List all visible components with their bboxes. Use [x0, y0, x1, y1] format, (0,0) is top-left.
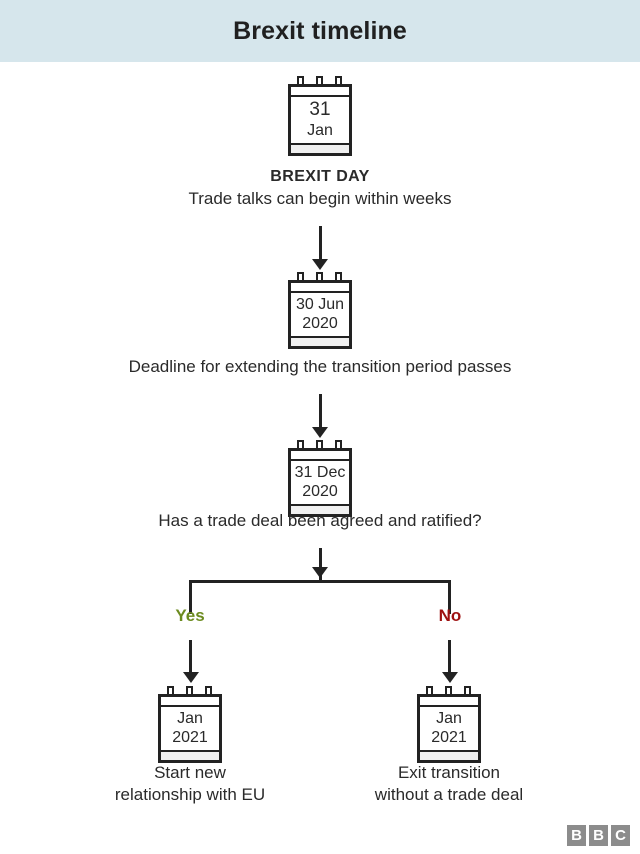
calendar-body: 31 Dec 2020	[288, 448, 352, 517]
calendar-top-bar	[420, 697, 478, 707]
connector-line-3	[318, 548, 322, 580]
calendar-face: Jan 2021	[420, 707, 478, 750]
branch-caption-yes-line1: Start new	[154, 763, 226, 782]
connector-line-1	[318, 226, 322, 262]
calendar-year: 2021	[431, 729, 467, 746]
calendar-face: 31 Jan	[291, 97, 349, 143]
calendar-body: 31 Jan	[288, 84, 352, 156]
calendar-top-bar	[291, 283, 349, 293]
calendar-icon-yes-branch: Jan 2021	[158, 686, 222, 763]
branch-caption-no-line2: without a trade deal	[374, 785, 524, 804]
timeline-flow-diagram: 31 Jan BREXIT DAY Trade talks can begin …	[0, 62, 640, 854]
calendar-body: 30 Jun 2020	[288, 280, 352, 349]
branch-drop-line-yes	[189, 580, 192, 614]
bbc-logo-letter: C	[611, 825, 630, 846]
bbc-logo-letter: B	[589, 825, 608, 846]
branch-caption-yes-line2: relationship with EU	[114, 785, 266, 804]
calendar-footer	[420, 750, 478, 760]
connector-arrowhead-3	[312, 567, 328, 578]
calendar-month: 31 Dec	[294, 464, 346, 481]
calendar-day: 31	[309, 99, 331, 120]
calendar-top-bar	[291, 87, 349, 97]
calendar-month: Jan	[307, 122, 333, 139]
calendar-month: Jan	[177, 710, 203, 727]
node-caption-extension-deadline: Deadline for extending the transition pe…	[128, 357, 512, 376]
branch-arrowhead-no	[441, 672, 458, 683]
connector-arrowhead-1	[312, 259, 328, 270]
calendar-top-bar	[161, 697, 219, 707]
branch-caption-no-line1: Exit transition	[397, 763, 501, 782]
calendar-month: 30 Jun	[295, 296, 345, 313]
branch-arrow-line-yes	[189, 640, 192, 676]
branch-horizontal-connector	[189, 580, 451, 583]
bbc-logo-letter: B	[567, 825, 586, 846]
calendar-footer	[291, 143, 349, 153]
calendar-top-bar	[291, 451, 349, 461]
calendar-icon-transition-end: 31 Dec 2020	[288, 440, 352, 517]
calendar-icon-no-branch: Jan 2021	[417, 686, 481, 763]
calendar-year: 2020	[302, 483, 338, 500]
calendar-face: 31 Dec 2020	[291, 461, 349, 504]
calendar-year: 2020	[302, 315, 338, 332]
branch-arrow-line-no	[448, 640, 451, 676]
calendar-face: 30 Jun 2020	[291, 293, 349, 336]
branch-arrowhead-yes	[182, 672, 199, 683]
calendar-icon-brexit-day: 31 Jan	[288, 76, 352, 156]
calendar-footer	[291, 504, 349, 514]
branch-label-no: No	[438, 606, 462, 625]
bbc-logo: B B C	[567, 825, 630, 846]
calendar-month: Jan	[436, 710, 462, 727]
calendar-footer	[161, 750, 219, 760]
branch-drop-line-no	[448, 580, 451, 614]
calendar-body: Jan 2021	[158, 694, 222, 763]
node-caption-brexit-day: Trade talks can begin within weeks	[188, 189, 452, 208]
calendar-year: 2021	[172, 729, 208, 746]
calendar-body: Jan 2021	[417, 694, 481, 763]
calendar-footer	[291, 336, 349, 346]
node-heading-brexit-day: BREXIT DAY	[270, 168, 370, 185]
header-band: Brexit timeline	[0, 0, 640, 62]
connector-line-2	[318, 394, 322, 430]
node-caption-transition-end: Has a trade deal been agreed and ratifie…	[158, 511, 482, 530]
calendar-icon-extension-deadline: 30 Jun 2020	[288, 272, 352, 349]
page-title: Brexit timeline	[233, 16, 407, 45]
calendar-face: Jan 2021	[161, 707, 219, 750]
branch-label-yes: Yes	[175, 606, 205, 625]
connector-arrowhead-2	[312, 427, 328, 438]
